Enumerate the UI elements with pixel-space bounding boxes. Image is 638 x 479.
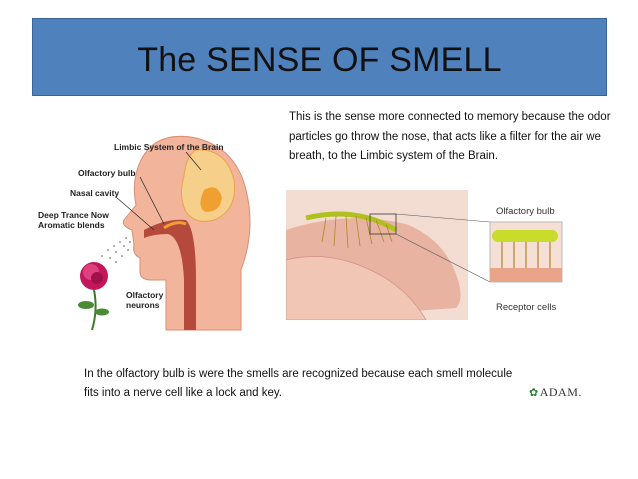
title-bar: The SENSE OF SMELL bbox=[32, 18, 607, 96]
caption-text: In the olfactory bulb is were the smells… bbox=[84, 368, 513, 399]
label-receptor-cells: Receptor cells bbox=[496, 302, 556, 313]
label-inset-olfactory-bulb: Olfactory bulb bbox=[496, 206, 555, 217]
head-illustration: Limbic System of the Brain Olfactory bul… bbox=[36, 120, 281, 340]
label-aromatic-blends: Aromatic blends bbox=[38, 220, 105, 230]
logo-text: ADAM. bbox=[539, 385, 582, 399]
label-limbic: Limbic System of the Brain bbox=[114, 142, 224, 152]
rose-icon bbox=[78, 262, 109, 331]
nose-cross-section-illustration: Olfactory bulb Receptor cells bbox=[285, 190, 586, 321]
logo-mark-icon: ✿ bbox=[529, 387, 539, 399]
description-text: This is the sense more connected to memo… bbox=[289, 111, 611, 162]
label-olfactory-bulb: Olfactory bulb bbox=[78, 168, 136, 178]
label-nasal-cavity: Nasal cavity bbox=[70, 188, 119, 198]
label-olfactory-neurons-1: Olfactory bbox=[126, 290, 164, 300]
label-olfactory-neurons-2: neurons bbox=[126, 300, 160, 310]
slide-title: The SENSE OF SMELL bbox=[137, 41, 502, 79]
adam-logo: ✿ADAM. bbox=[529, 385, 582, 400]
label-deep-trance: Deep Trance Now bbox=[38, 210, 109, 220]
